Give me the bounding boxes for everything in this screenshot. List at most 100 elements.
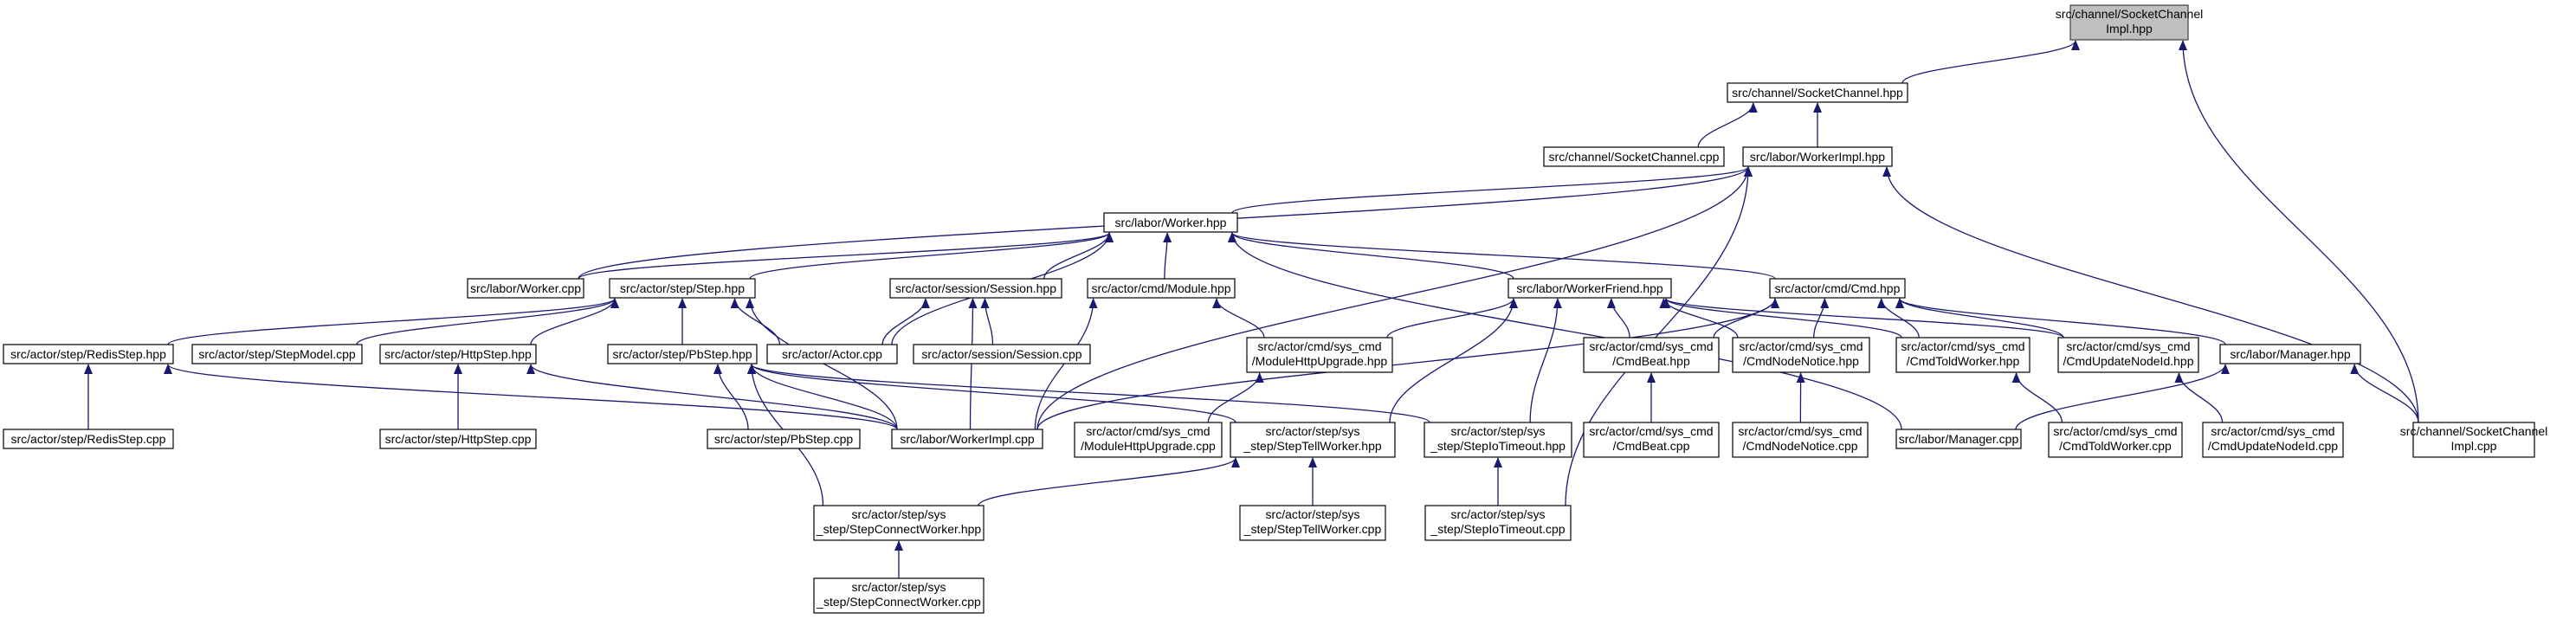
- node-src-labor-worker-cpp[interactable]: src/labor/Worker.cpp: [467, 278, 584, 299]
- node-src-actor-step-stepmodel-cpp[interactable]: src/actor/step/StepModel.cpp: [191, 344, 363, 364]
- node-box: [1742, 146, 1893, 167]
- node-src-actor-step-redisstep-hpp[interactable]: src/actor/step/RedisStep.hpp: [3, 344, 174, 364]
- node-src-actor-cmd-sys-cmd-cmdnodenotice-hpp[interactable]: src/actor/cmd/sys_cmd/CmdNodeNotice.hpp: [1732, 337, 1870, 373]
- node-src-actor-step-sys-step-steptellworker-hpp[interactable]: src/actor/step/sys_step/StepTellWorker.h…: [1230, 422, 1396, 458]
- node-label: /CmdNodeNotice.cpp: [1742, 439, 1857, 453]
- node-label: src/labor/WorkerImpl.hpp: [1750, 150, 1885, 164]
- edge-n34-to-n21: [2174, 372, 2224, 423]
- node-box: [1424, 505, 1572, 541]
- node-label: src/actor/step/sys: [852, 507, 946, 521]
- node-label: src/actor/cmd/sys_cmd: [1901, 339, 2024, 353]
- node-box: [1543, 146, 1725, 167]
- node-label: /CmdBeat.hpp: [1612, 354, 1690, 368]
- node-box: [1769, 278, 1906, 299]
- node-src-actor-cmd-sys-cmd-cmdtoldworker-cpp[interactable]: src/actor/cmd/sys_cmd/CmdToldWorker.cpp: [2048, 422, 2183, 458]
- node-label: /CmdBeat.cpp: [1613, 439, 1690, 453]
- node-src-labor-workerimpl-hpp[interactable]: src/labor/WorkerImpl.hpp: [1742, 146, 1893, 167]
- node-box: [889, 278, 1062, 299]
- node-src-actor-cmd-sys-cmd-cmdupdatenodeid-hpp[interactable]: src/actor/cmd/sys_cmd/CmdUpdateNodeId.hp…: [2057, 337, 2199, 373]
- node-src-actor-step-step-hpp[interactable]: src/actor/step/Step.hpp: [609, 278, 756, 299]
- node-src-actor-cmd-sys-cmd-cmdbeat-cpp[interactable]: src/actor/cmd/sys_cmd/CmdBeat.cpp: [1583, 422, 1720, 458]
- edge-n26-to-n11: [164, 364, 898, 430]
- node-label: /ModuleHttpUpgrade.cpp: [1081, 439, 1216, 453]
- node-src-actor-actor-cpp[interactable]: src/actor/Actor.cpp: [766, 344, 898, 364]
- node-label: /ModuleHttpUpgrade.hpp: [1252, 354, 1388, 368]
- edge-n1-to-n0: [1901, 40, 2080, 84]
- edge-n7-to-n4: [1043, 232, 1114, 280]
- node-label: src/actor/cmd/sys_cmd: [1257, 339, 1381, 353]
- node-src-actor-cmd-cmd-hpp[interactable]: src/actor/cmd/Cmd.hpp: [1769, 278, 1906, 299]
- node-box: [1230, 422, 1396, 458]
- node-box: [2048, 422, 2183, 458]
- node-src-actor-cmd-sys-cmd-cmdtoldworker-hpp[interactable]: src/actor/cmd/sys_cmd/CmdToldWorker.hpp: [1895, 337, 2030, 373]
- edge-n28-to-n9: [1389, 298, 1518, 423]
- node-box: [1583, 337, 1720, 373]
- node-src-actor-step-pbstep-hpp[interactable]: src/actor/step/PbStep.hpp: [607, 344, 758, 364]
- edge-n11-to-n6: [167, 298, 619, 345]
- node-label: _step/StepConnectWorker.cpp: [816, 595, 981, 609]
- edge-n8-to-n4: [1163, 232, 1172, 280]
- edge-n6-to-n4: [749, 232, 1114, 280]
- node-label: src/labor/Manager.cpp: [1899, 432, 2019, 446]
- node-label: src/actor/cmd/sys_cmd: [2211, 424, 2334, 438]
- node-src-actor-step-httpstep-cpp[interactable]: src/actor/step/HttpStep.cpp: [379, 429, 537, 449]
- node-box: [2219, 344, 2361, 364]
- node-label: /CmdToldWorker.hpp: [1907, 354, 2020, 368]
- node-label: src/actor/cmd/Cmd.hpp: [1775, 281, 1901, 295]
- node-src-actor-step-pbstep-cpp[interactable]: src/actor/step/PbStep.cpp: [707, 429, 861, 449]
- node-src-actor-step-sys-step-steptellworker-cpp[interactable]: src/actor/step/sys_step/StepTellWorker.c…: [1239, 505, 1386, 541]
- node-src-actor-step-redisstep-cpp[interactable]: src/actor/step/RedisStep.cpp: [3, 429, 174, 449]
- node-label: /CmdUpdateNodeId.hpp: [2063, 354, 2194, 368]
- node-src-actor-session-session-cpp[interactable]: src/actor/session/Session.cpp: [913, 344, 1091, 364]
- node-src-channel-socketchannel-hpp[interactable]: src/channel/SocketChannel.hpp: [1727, 82, 1908, 103]
- node-box: [3, 344, 174, 364]
- node-label: Impl.hpp: [2106, 22, 2153, 35]
- edge-n15-to-n7: [881, 298, 930, 345]
- node-src-actor-cmd-sys-cmd-cmdbeat-hpp[interactable]: src/actor/cmd/sys_cmd/CmdBeat.hpp: [1583, 337, 1720, 373]
- node-label: src/channel/SocketChannel.cpp: [1549, 150, 1720, 164]
- node-src-actor-cmd-sys-cmd-modulehttpupgrade-cpp[interactable]: src/actor/cmd/sys_cmd/ModuleHttpUpgrade.…: [1074, 422, 1223, 458]
- node-box: [813, 577, 985, 614]
- edge-n29-to-n14: [747, 364, 1430, 423]
- node-label: src/channel/SocketChannel.hpp: [1732, 86, 1903, 100]
- node-src-actor-cmd-module-hpp[interactable]: src/actor/cmd/Module.hpp: [1087, 278, 1236, 299]
- node-src-labor-worker-hpp[interactable]: src/labor/Worker.hpp: [1103, 212, 1238, 233]
- node-src-labor-workerimpl-cpp[interactable]: src/labor/WorkerImpl.cpp: [891, 429, 1043, 449]
- edge-n25-to-n14: [713, 364, 749, 430]
- node-src-actor-step-sys-step-stepiotimeout-cpp[interactable]: src/actor/step/sys_step/StepIoTimeout.cp…: [1424, 505, 1572, 541]
- node-src-actor-cmd-sys-cmd-cmdupdatenodeid-cpp[interactable]: src/actor/cmd/sys_cmd/CmdUpdateNodeId.cp…: [2202, 422, 2344, 458]
- node-box: [2057, 337, 2199, 373]
- node-src-actor-step-sys-step-stepiotimeout-hpp[interactable]: src/actor/step/sys_step/StepIoTimeout.hp…: [1424, 422, 1572, 458]
- node-label: src/actor/step/RedisStep.cpp: [11, 432, 166, 446]
- node-src-channel-socketchannel-cpp[interactable]: src/channel/SocketChannel.cpp: [1543, 146, 1725, 167]
- node-src-actor-step-sys-step-stepconnectworker-cpp[interactable]: src/actor/step/sys_step/StepConnectWorke…: [813, 577, 985, 614]
- node-src-labor-manager-cpp[interactable]: src/labor/Manager.cpp: [1895, 429, 2022, 449]
- node-src-actor-session-session-hpp[interactable]: src/actor/session/Session.hpp: [889, 278, 1062, 299]
- edge-n5-to-n4: [578, 232, 1114, 280]
- edge-n26-to-n13: [526, 364, 898, 430]
- edge-n32-to-n22: [2015, 364, 2230, 430]
- node-box: [1239, 505, 1386, 541]
- node-box: [1727, 82, 1908, 103]
- node-src-labor-workerfriend-hpp[interactable]: src/labor/WorkerFriend.hpp: [1508, 278, 1672, 299]
- node-label: src/labor/WorkerFriend.hpp: [1516, 281, 1663, 295]
- node-label: src/actor/cmd/sys_cmd: [2066, 339, 2190, 353]
- node-src-actor-cmd-sys-cmd-cmdnodenotice-cpp[interactable]: src/actor/cmd/sys_cmd/CmdNodeNotice.cpp: [1732, 422, 1869, 458]
- node-src-labor-manager-hpp[interactable]: src/labor/Manager.hpp: [2219, 344, 2361, 364]
- node-src-actor-step-sys-step-stepconnectworker-hpp[interactable]: src/actor/step/sys_step/StepConnectWorke…: [813, 505, 985, 541]
- node-box: [1103, 212, 1238, 233]
- node-box: [1508, 278, 1672, 299]
- node-box: [1895, 429, 2022, 449]
- edge-n18-to-n10: [1713, 298, 1779, 339]
- edge-n21-to-n10: [1895, 298, 2064, 339]
- node-box: [1895, 337, 2030, 373]
- node-box: [913, 344, 1091, 364]
- node-label: src/actor/step/sys: [1266, 507, 1360, 521]
- edge-n26-to-n10: [1036, 298, 1779, 430]
- node-src-actor-step-httpstep-hpp[interactable]: src/actor/step/HttpStep.hpp: [379, 344, 537, 364]
- node-src-actor-cmd-sys-cmd-modulehttpupgrade-hpp[interactable]: src/actor/cmd/sys_cmd/ModuleHttpUpgrade.…: [1246, 337, 1393, 373]
- node-box: [2412, 422, 2535, 458]
